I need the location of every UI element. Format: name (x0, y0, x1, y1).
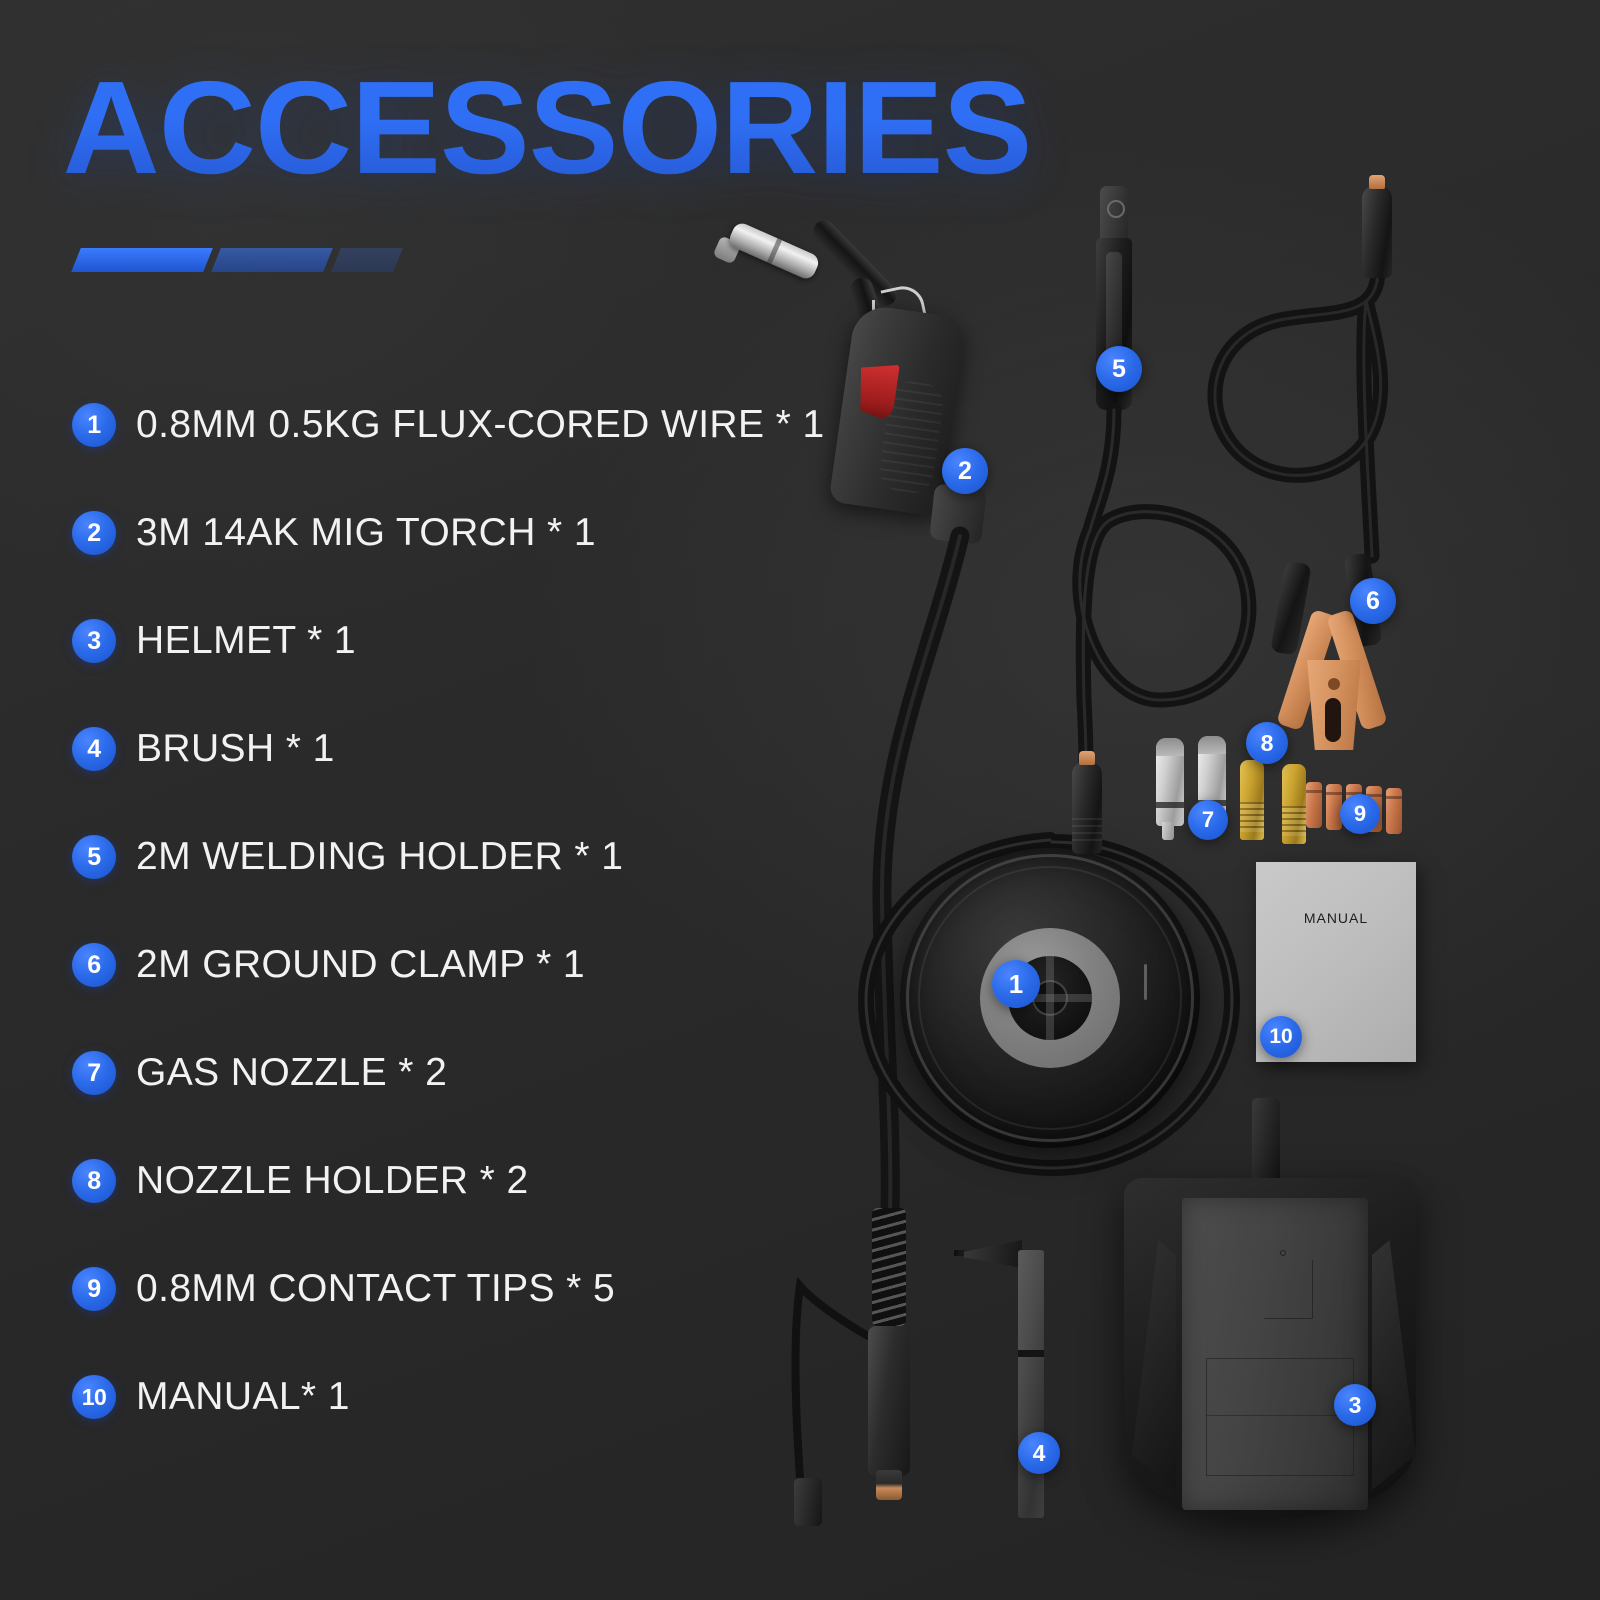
list-badge-1: 1 (72, 403, 116, 447)
accent-bar-3 (331, 248, 403, 272)
list-badge-10: 10 (72, 1375, 116, 1419)
clamp-jaw-left (1276, 608, 1338, 732)
list-label-9: 0.8MM CONTACT TIPS * 5 (136, 1267, 616, 1310)
list-badge-7: 7 (72, 1051, 116, 1095)
list-item-1[interactable]: 1 0.8MM 0.5KG FLUX-CORED WIRE * 1 (72, 398, 912, 452)
list-label-1: 0.8MM 0.5KG FLUX-CORED WIRE * 1 (136, 403, 825, 446)
marker-1[interactable]: 1 (992, 960, 1040, 1008)
accent-bar-1 (71, 248, 213, 272)
manual-cover-label: MANUAL (1303, 910, 1369, 926)
list-item-4[interactable]: 4 BRUSH * 1 (72, 722, 912, 776)
list-item-6[interactable]: 6 2M GROUND CLAMP * 1 (72, 938, 912, 992)
brush-bristles (954, 1250, 972, 1256)
marker-8[interactable]: 8 (1246, 722, 1288, 764)
torch-wire-hook (880, 282, 928, 328)
list-badge-4: 4 (72, 727, 116, 771)
marker-2[interactable]: 2 (942, 448, 988, 494)
list-item-9[interactable]: 9 0.8MM CONTACT TIPS * 5 (72, 1262, 912, 1316)
helmet-shell (1124, 1178, 1416, 1518)
ground-dinse-connector (1362, 175, 1392, 278)
torch-nozzle (726, 220, 822, 282)
helmet-headgear-stalk (1252, 1098, 1280, 1186)
clamp-spring-slot (1325, 698, 1341, 742)
clamp-jaw-right (1326, 608, 1388, 732)
clamp-body (1307, 660, 1361, 750)
marker-9[interactable]: 9 (1340, 794, 1380, 834)
list-item-2[interactable]: 2 3M 14AK MIG TORCH * 1 (72, 506, 912, 560)
list-label-3: HELMET * 1 (136, 619, 357, 662)
clamp-grip-left (1270, 560, 1312, 656)
helmet-side-wing-left (1132, 1240, 1176, 1490)
nozzle-holder-1 (1240, 760, 1264, 840)
gas-nozzle-1 (1156, 738, 1184, 826)
list-label-6: 2M GROUND CLAMP * 1 (136, 943, 585, 986)
holder-head (1100, 186, 1128, 242)
title-accent-bars (70, 248, 403, 276)
torch-tip-icon (712, 235, 742, 265)
marker-7[interactable]: 7 (1188, 800, 1228, 840)
marker-4[interactable]: 4 (1018, 1432, 1060, 1474)
list-badge-2: 2 (72, 511, 116, 555)
clamp-pivot-hole (1328, 678, 1340, 690)
helmet-sensor-dot (1280, 1250, 1286, 1256)
list-badge-8: 8 (72, 1159, 116, 1203)
contact-tip-1 (1306, 782, 1322, 828)
helmet-lens-panel (1206, 1358, 1354, 1476)
marker-3[interactable]: 3 (1334, 1384, 1376, 1426)
spool-wire-notch (1144, 964, 1147, 1000)
accessories-list: 1 0.8MM 0.5KG FLUX-CORED WIRE * 1 2 3M 1… (72, 398, 912, 1478)
torch-wire-hook-tail (872, 300, 892, 322)
list-badge-6: 6 (72, 943, 116, 987)
list-label-5: 2M WELDING HOLDER * 1 (136, 835, 624, 878)
marker-10[interactable]: 10 (1260, 1016, 1302, 1058)
helmet-side-wing-right (1372, 1240, 1416, 1490)
spool-body (900, 848, 1200, 1148)
contact-tip-2 (1326, 784, 1342, 830)
list-label-10: MANUAL* 1 (136, 1375, 350, 1418)
holder-dinse-connector (1072, 751, 1102, 854)
list-label-7: GAS NOZZLE * 2 (136, 1051, 448, 1094)
torch-control-plug (794, 1478, 822, 1526)
spool-rim-outer (906, 854, 1194, 1142)
spool-rim-inner (918, 866, 1182, 1130)
list-item-10[interactable]: 10 MANUAL* 1 (72, 1370, 912, 1424)
spool-spoke (1046, 956, 1054, 1040)
list-item-8[interactable]: 8 NOZZLE HOLDER * 2 (72, 1154, 912, 1208)
nozzle-holder-2 (1282, 764, 1306, 844)
marker-6[interactable]: 6 (1350, 578, 1396, 624)
list-item-3[interactable]: 3 HELMET * 1 (72, 614, 912, 668)
list-item-5[interactable]: 5 2M WELDING HOLDER * 1 (72, 830, 912, 884)
contact-tip-5 (1386, 788, 1402, 834)
helmet-front-panel (1182, 1198, 1368, 1510)
gas-nozzle-1-stem (1162, 822, 1174, 840)
torch-gooseneck-upper (808, 215, 902, 311)
brush-handle (1018, 1250, 1044, 1518)
list-label-8: NOZZLE HOLDER * 2 (136, 1159, 529, 1202)
accent-bar-2 (211, 248, 333, 272)
list-badge-5: 5 (72, 835, 116, 879)
list-label-2: 3M 14AK MIG TORCH * 1 (136, 511, 596, 554)
list-item-7[interactable]: 7 GAS NOZZLE * 2 (72, 1046, 912, 1100)
list-badge-3: 3 (72, 619, 116, 663)
list-badge-9: 9 (72, 1267, 116, 1311)
marker-5[interactable]: 5 (1096, 346, 1142, 392)
torch-gooseneck-lower (848, 275, 888, 339)
list-label-4: BRUSH * 1 (136, 727, 335, 770)
page-title: ACCESSORIES (62, 54, 1033, 201)
brush-head (964, 1240, 1022, 1268)
